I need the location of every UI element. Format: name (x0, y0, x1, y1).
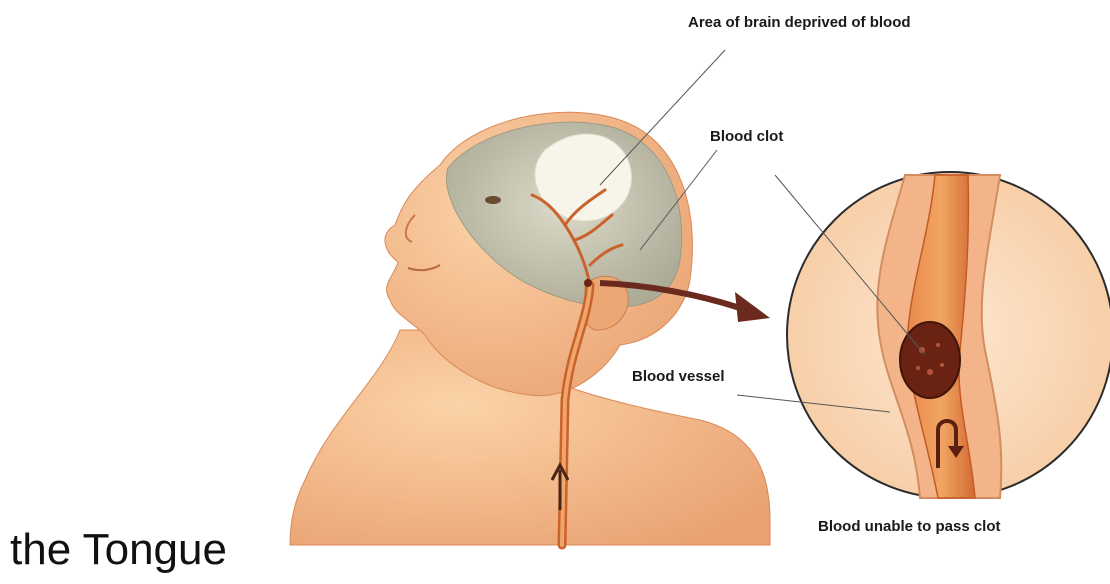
label-blood-clot: Blood clot (710, 128, 783, 145)
label-area-deprived: Area of brain deprived of blood (688, 14, 911, 31)
label-blood-vessel: Blood vessel (632, 368, 725, 385)
caption-text: the Tongue (10, 525, 227, 575)
eye (485, 196, 501, 204)
clot-dot (584, 279, 592, 287)
blood-clot (900, 322, 960, 398)
label-unable-to-pass: Blood unable to pass clot (818, 518, 1001, 535)
